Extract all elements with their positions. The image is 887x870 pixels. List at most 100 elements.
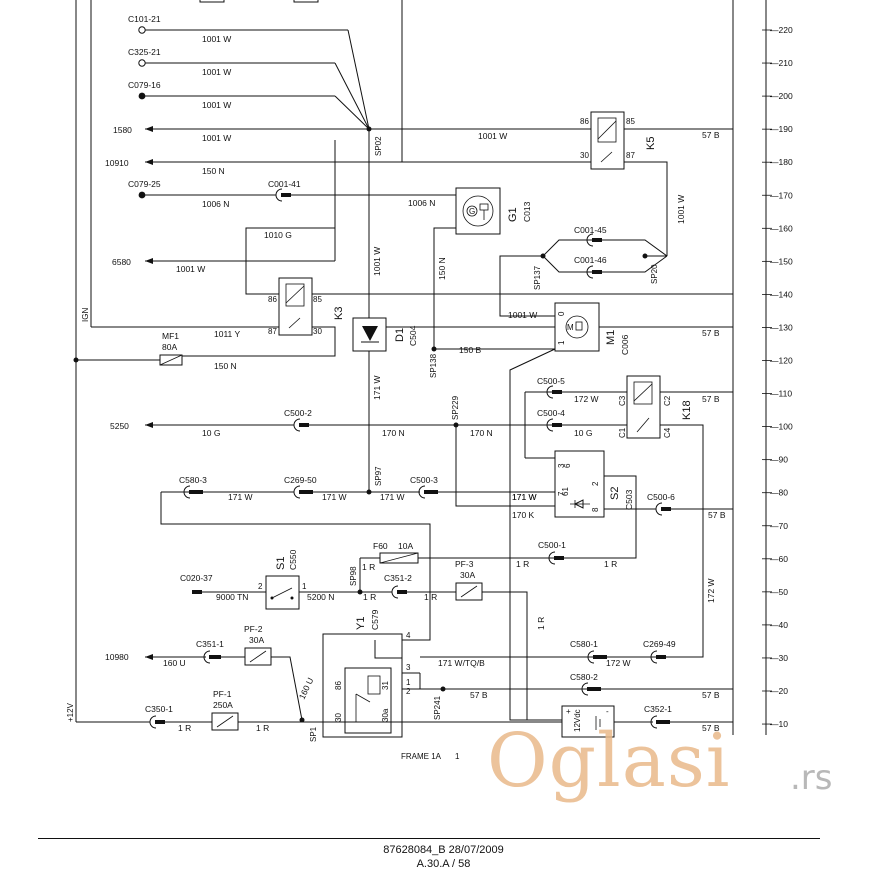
wire-label: 171 W — [512, 492, 537, 502]
splice-sp1-label: SP1 — [309, 726, 318, 742]
svg-text:86: 86 — [268, 295, 277, 304]
wire-label: 150 N — [214, 361, 237, 371]
wire-label: 57 B — [708, 510, 726, 520]
wire-label: 171 W — [512, 492, 537, 502]
c001-41-connector — [275, 188, 283, 202]
wire-label: 1 R — [516, 559, 529, 569]
c001-46-label: C001-46 — [574, 255, 607, 265]
c079-25-label: C079-25 — [128, 179, 161, 189]
wire-label: 160 U — [297, 676, 316, 701]
c500-2-label: C500-2 — [284, 408, 312, 418]
grid-tick-label: —140 — [770, 289, 793, 299]
svg-text:31: 31 — [381, 681, 390, 690]
splice-sp137-label: SP137 — [533, 265, 542, 290]
c351-1-label: C351-1 — [196, 639, 224, 649]
svg-text:M: M — [567, 323, 574, 332]
grid-scale: —220—210—200—190—180—170—160—150—140—130… — [762, 25, 793, 729]
c500-5-label: C500-5 — [537, 376, 565, 386]
grid-tick-label: —100 — [770, 422, 793, 432]
c351-2-label: C351-2 — [384, 573, 412, 583]
grid-tick-label: —170 — [770, 190, 793, 200]
wire-label: 9000 TN — [216, 592, 248, 602]
g1-conn: C013 — [522, 201, 532, 222]
wire-label: 57 B — [702, 723, 720, 733]
svg-text:30: 30 — [580, 151, 589, 160]
grid-tick-label: —130 — [770, 322, 793, 332]
wire-label: 1006 N — [202, 199, 229, 209]
svg-text:C4: C4 — [663, 427, 672, 438]
wire-label: 1001 W — [508, 310, 537, 320]
svg-text:C2: C2 — [663, 395, 672, 406]
grid-tick-label: —70 — [770, 521, 788, 531]
svg-text:G: G — [469, 207, 475, 216]
wire-label: 170 N — [470, 428, 493, 438]
grid-tick-label: —210 — [770, 58, 793, 68]
wire-label: 1011 Y — [214, 329, 240, 339]
pf1-rating: 250A — [213, 700, 233, 710]
wire-label: 1001 W — [202, 133, 231, 143]
splice-sp138-label: SP138 — [429, 353, 438, 378]
relay-k3: 86 85 87 30 K3 — [268, 277, 345, 336]
c325-21-label: C325-21 — [128, 47, 161, 57]
grid-tick-label: —50 — [770, 587, 788, 597]
wire-label: 1 R — [363, 592, 376, 602]
d1-label: D1 — [394, 328, 406, 342]
frame-label: FRAME 1A — [401, 752, 442, 761]
wire-label: 57 B — [702, 328, 720, 338]
m1-label: M1 — [605, 330, 617, 345]
wire-label: 172 W — [606, 658, 631, 668]
wire-label: 1006 N — [408, 198, 435, 208]
splice-sp229-label: SP229 — [451, 395, 460, 420]
grid-tick-label: —10 — [770, 719, 788, 729]
svg-text:2: 2 — [258, 582, 263, 591]
wire-label: 171 W — [228, 492, 253, 502]
svg-text:8: 8 — [591, 507, 600, 512]
svg-text:4: 4 — [406, 631, 411, 640]
wire-label: 10 G — [574, 428, 592, 438]
wire-label: 171 W/TQ/B — [438, 658, 485, 668]
wire-label: 172 W — [706, 578, 716, 603]
svg-text:3: 3 — [557, 463, 566, 468]
splice-sp241 — [440, 686, 446, 692]
splice-sp97-label: SP97 — [374, 466, 383, 486]
relay-k5: 86 85 30 87 K5 — [580, 111, 657, 170]
solenoid-y1: 86 31 30 30a 4 3 1 2 Y1 C579 — [322, 609, 411, 738]
wire-label: 150 B — [459, 345, 482, 355]
mf1-rating: 80A — [162, 342, 177, 352]
svg-text:1: 1 — [302, 582, 307, 591]
wire-label: 172 W — [574, 394, 599, 404]
c079-25-terminal — [138, 191, 146, 199]
c079-16-label: C079-16 — [128, 80, 161, 90]
relay-k18: C3 C2 C1 C4 K18 — [618, 375, 693, 439]
m1-conn: C006 — [620, 334, 630, 355]
c101-21-label: C101-21 — [128, 14, 161, 24]
c101-21-terminal — [138, 26, 146, 34]
c325-21-terminal — [138, 59, 146, 67]
grid-tick-label: —90 — [770, 455, 788, 465]
wire-label: 150 N — [202, 166, 225, 176]
svg-text:-: - — [606, 707, 609, 716]
svg-text:85: 85 — [626, 117, 635, 126]
wire-label: 150 N — [437, 257, 447, 280]
svg-text:C1: C1 — [618, 427, 627, 438]
c580-2-label: C580-2 — [570, 672, 598, 682]
wire-label: 1001 W — [676, 195, 686, 224]
f60-rating: 10A — [398, 541, 413, 551]
svg-text:30a: 30a — [381, 708, 390, 722]
wire-label: 171 W — [372, 375, 382, 400]
k3-label: K3 — [333, 307, 345, 320]
wire-label: 1 R — [178, 723, 191, 733]
watermark: Oglasi .rs — [487, 718, 847, 822]
grid-tick-label: —60 — [770, 554, 788, 564]
c001-41-label: C001-41 — [268, 179, 301, 189]
ign-label: IGN — [81, 308, 90, 322]
watermark-tld: .rs — [790, 758, 833, 798]
switch-s1: 2 1 S1 C550 — [258, 549, 307, 610]
svg-text:1: 1 — [557, 340, 566, 345]
pf3-label: PF-3 — [455, 559, 474, 569]
svg-text:2: 2 — [406, 687, 411, 696]
svg-text:+: + — [566, 707, 571, 716]
wire-label: 1 R — [362, 562, 375, 572]
wire-label: 171 W — [322, 492, 347, 502]
page-reference: A.30.A / 58 — [416, 858, 471, 870]
